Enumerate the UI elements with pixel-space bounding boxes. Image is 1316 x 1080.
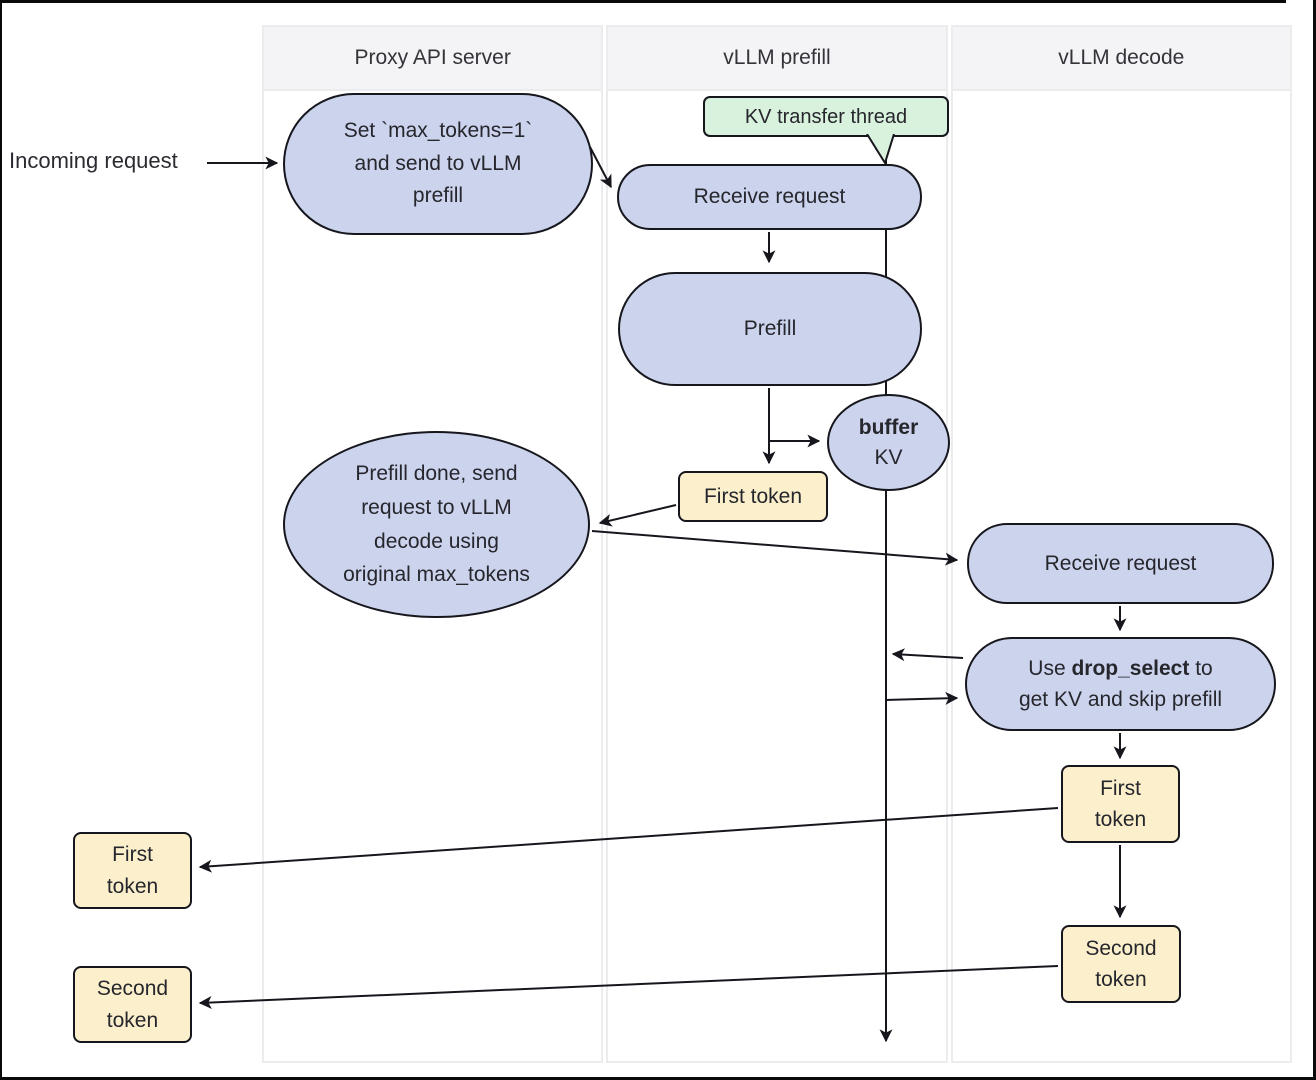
node-set-max-tokens: Set `max_tokens=1` and send to vLLM pref… bbox=[283, 93, 593, 235]
drop-select-post: to bbox=[1189, 656, 1213, 680]
node-receive-request-decode: Receive request bbox=[967, 523, 1274, 604]
buffer-kv-text: KV bbox=[874, 445, 903, 469]
lane-header-vllm-decode: vLLM decode bbox=[952, 27, 1290, 91]
buffer-kv-bold-text: buffer bbox=[858, 416, 919, 440]
node-kv-transfer-thread: KV transfer thread bbox=[703, 96, 949, 137]
arrow-second-token-to-output bbox=[198, 965, 1059, 1009]
window-border-left bbox=[0, 0, 2, 1080]
node-second-token-decode: Second token bbox=[1061, 925, 1181, 1003]
arrow-kv-line-to-drop-select bbox=[885, 691, 959, 705]
node-prefill-done: Prefill done, send request to vLLM decod… bbox=[283, 431, 590, 618]
node-second-token-output: Second token bbox=[73, 966, 192, 1043]
callout-tail-icon bbox=[866, 134, 895, 164]
node-first-token-output: First token bbox=[73, 832, 192, 909]
node-first-token-prefill: First token bbox=[678, 471, 828, 522]
window-border-right bbox=[1313, 0, 1316, 1080]
arrow-first-token-to-output bbox=[198, 807, 1059, 873]
node-first-token-decode: First token bbox=[1061, 765, 1180, 843]
node-buffer-kv: buffer KV bbox=[827, 394, 950, 491]
arrow-first-token-to-prefill-done bbox=[598, 504, 677, 527]
drop-select-line2: get KV and skip prefill bbox=[1018, 688, 1223, 711]
window-border-top bbox=[0, 0, 1286, 3]
drop-select-bold: drop_select bbox=[1071, 656, 1190, 680]
drop-select-pre: Use bbox=[1028, 656, 1072, 680]
arrow-drop-select-to-kv-line bbox=[891, 648, 964, 662]
window-border-bottom bbox=[0, 1077, 1316, 1080]
drop-select-line1: Use drop_select to bbox=[1028, 653, 1212, 685]
lane-header-vllm-prefill: vLLM prefill bbox=[608, 27, 946, 91]
lane-header-proxy: Proxy API server bbox=[264, 27, 602, 91]
arrow-proxy-to-receive-prefill bbox=[589, 146, 612, 189]
arrow-prefill-done-to-receive-decode bbox=[591, 530, 959, 566]
node-drop-select: Use drop_select to get KV and skip prefi… bbox=[965, 637, 1276, 731]
incoming-request-label: Incoming request bbox=[9, 148, 178, 173]
node-receive-request-prefill: Receive request bbox=[617, 164, 922, 230]
node-prefill: Prefill bbox=[618, 272, 922, 386]
